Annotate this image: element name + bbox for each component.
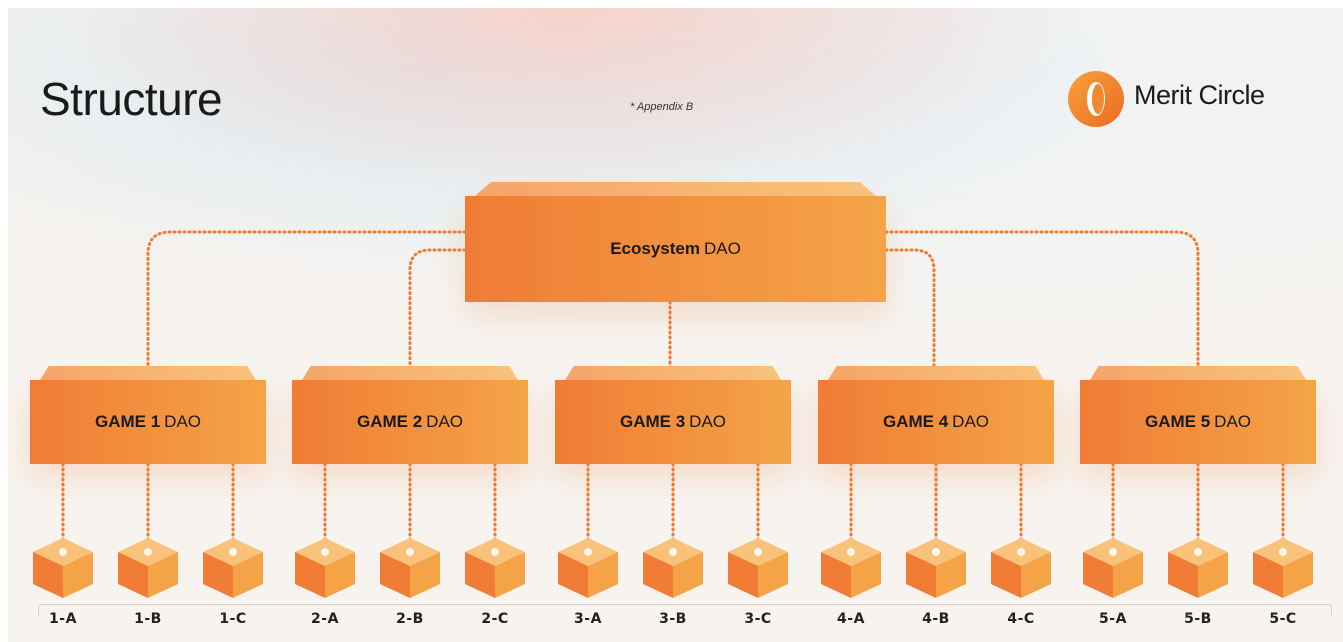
sub-dao-label: 1-A — [49, 611, 77, 627]
page-title: Structure — [40, 73, 223, 125]
sub-dao-label: 1-C — [219, 611, 247, 627]
game-dao-label-bold: GAME 5 — [1144, 412, 1211, 431]
game-dao-label-suffix: DAO — [1214, 412, 1252, 431]
cube-icon — [991, 538, 1051, 598]
cube-icon — [1168, 538, 1228, 598]
game-dao-label-bold: GAME 1 — [94, 412, 161, 431]
game-dao-label-suffix: DAO — [164, 412, 202, 431]
cube-icon — [295, 538, 355, 598]
merit-circle-logo-icon — [1068, 71, 1124, 127]
sub-dao-label: 5-C — [1269, 611, 1297, 627]
cube-icon — [33, 538, 93, 598]
diagram-canvas — [8, 8, 1343, 642]
connector-line — [408, 248, 467, 372]
sub-dao-label: 2-A — [311, 611, 339, 627]
game-dao-label-suffix: DAO — [689, 412, 727, 431]
game-dao-label-suffix: DAO — [952, 412, 990, 431]
sub-dao-label: 3-B — [659, 611, 687, 627]
sub-dao-label: 3-A — [574, 611, 602, 627]
cube-icon — [643, 538, 703, 598]
sub-dao-label: 4-A — [837, 611, 865, 627]
cube-icon — [380, 538, 440, 598]
cube-icon — [558, 538, 618, 598]
sub-dao-label: 3-C — [744, 611, 772, 627]
ecosystem-dao-label-suffix: DAO — [703, 239, 741, 258]
sub-dao-label: 4-C — [1007, 611, 1035, 627]
game-dao-label-bold: GAME 3 — [619, 412, 686, 431]
cube-icon — [118, 538, 178, 598]
sub-dao-label: 5-B — [1184, 611, 1212, 627]
connector-line — [884, 248, 936, 372]
cube-icon — [1083, 538, 1143, 598]
sub-dao-label: 5-A — [1099, 611, 1127, 627]
baseline-bracket — [38, 604, 1332, 617]
sub-dao-label: 2-C — [481, 611, 509, 627]
sub-dao-label: 4-B — [922, 611, 950, 627]
cube-icon — [728, 538, 788, 598]
game-dao-label-suffix: DAO — [426, 412, 464, 431]
cube-icon — [1253, 538, 1313, 598]
sub-dao-label: 2-B — [396, 611, 424, 627]
game-dao-label-bold: GAME 4 — [882, 412, 949, 431]
cube-icon — [465, 538, 525, 598]
ecosystem-dao-label-bold: Ecosystem — [610, 239, 700, 258]
appendix-note: * Appendix B — [630, 101, 694, 113]
connector-line — [146, 230, 467, 372]
cube-icon — [906, 538, 966, 598]
brand-name: Merit Circle — [1134, 80, 1265, 110]
cube-icon — [203, 538, 263, 598]
connector-line — [884, 230, 1200, 372]
ecosystem-dao-box: Ecosystem DAO — [465, 196, 886, 302]
game-dao-label-bold: GAME 2 — [356, 412, 423, 431]
cube-icon — [821, 538, 881, 598]
sub-dao-label: 1-B — [134, 611, 162, 627]
